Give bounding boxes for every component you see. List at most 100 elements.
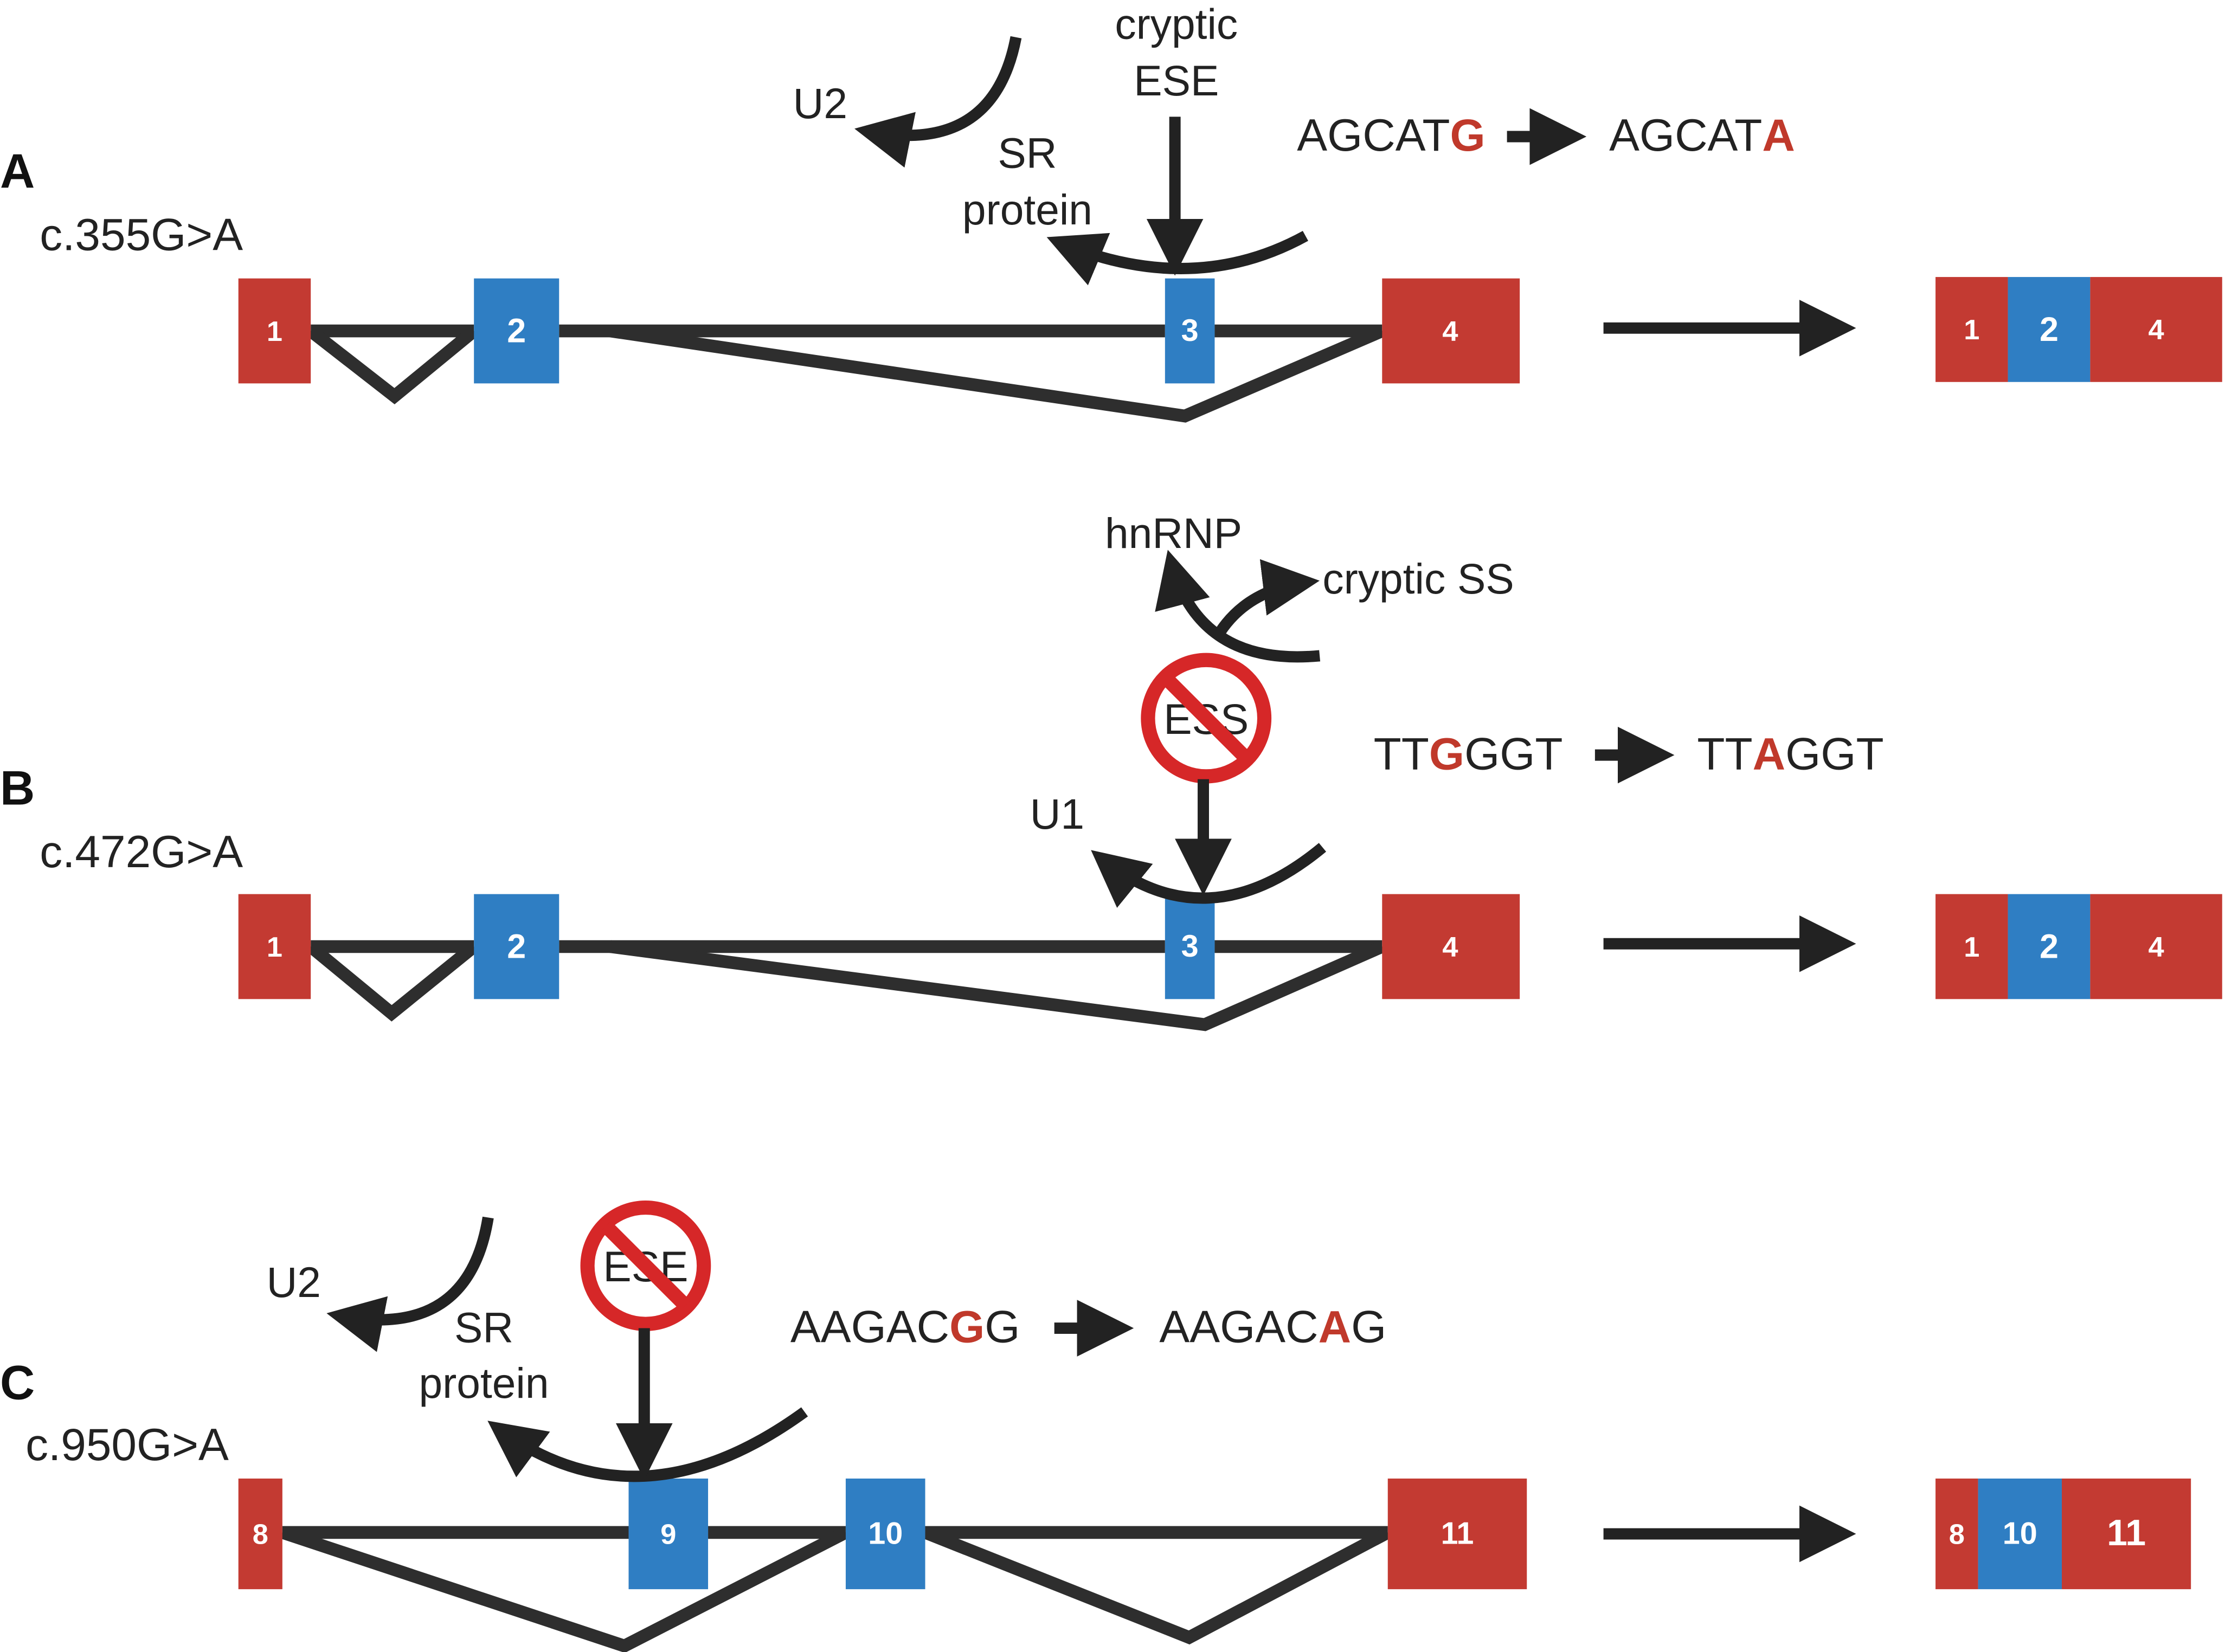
mrna-exon-number: 4 [2149,932,2164,963]
panel-c-splice-lines [280,1526,1391,1652]
sr-protein-label: protein [419,1359,549,1407]
sequence-before: TTGGGT [1374,728,1563,779]
exon-box [238,1478,282,1590]
exon-box [474,894,560,999]
exon-box [238,894,311,999]
exon-number: 3 [1181,313,1199,348]
seq-post: G [1351,1301,1386,1352]
mrna-exon-number: 10 [2003,1516,2037,1551]
mrna-exon-number: 2 [2040,927,2059,965]
sequence-after: AAGACAG [1159,1301,1386,1352]
sr-protein-label: protein [962,186,1092,234]
exon: 4 [1382,278,1520,384]
block-icon [1141,653,1272,784]
exon-box [1165,894,1215,999]
exon: 8 [238,1478,282,1590]
mrna-exon [2090,277,2222,382]
panel-a-label: A [0,144,35,198]
sequence-after: AGCATA [1609,109,1795,160]
exon: 2 [474,894,560,999]
mrna-exon-number: 2 [2040,311,2059,349]
u2-label: U2 [267,1259,321,1306]
seq-mut: G [1429,728,1464,779]
sequence-before: AGCATG [1297,109,1485,160]
seq-pre: AAGAC [790,1301,949,1352]
exon-number: 4 [1442,932,1458,963]
seq-pre: TT [1374,728,1429,779]
seq-mut: A [1753,728,1785,779]
sequence-before: AAGACGG [790,1301,1020,1352]
mrna-exon [2090,894,2222,999]
exon-number: 2 [507,927,526,965]
exon-box [1382,894,1520,999]
mrna-product: 1 2 4 [1935,277,2222,382]
exon-box [238,278,311,384]
panel-b: B c.472G>A 1 2 3 4 hnRNP cryptic [0,509,2222,1031]
exon-number: 3 [1181,929,1199,964]
u1-label: U1 [1030,790,1084,838]
mrna-exon-number: 1 [1964,932,1979,963]
cryptic-ss-label: cryptic SS [1322,555,1514,603]
element-label: cryptic [1115,0,1238,48]
u2-arrow [326,1216,494,1352]
element-label: ESE [1134,57,1219,105]
exon-box [1387,1478,1527,1590]
sequence-after: TTAGGT [1697,728,1883,779]
exon: 10 [845,1478,925,1590]
mrna-exon [1935,1478,1978,1590]
seq-mut: G [1450,109,1486,160]
seq-pre: AGCAT [1297,109,1450,160]
panel-c: C c.950G>A 8 9 10 11 U2 SR p [0,1200,2191,1652]
panel-c-label: C [0,1355,35,1409]
exon: 4 [1382,894,1520,999]
sr-protein-label: SR [998,130,1057,177]
hnrnp-arrow [1155,550,1321,663]
exon: 9 [628,1478,709,1590]
seq-mut: A [1319,1301,1351,1352]
exon-number: 8 [253,1519,268,1550]
exon-number: 4 [1442,316,1458,347]
block-icon [580,1200,711,1331]
seq-pre: AGCAT [1609,109,1762,160]
mrna-exon-number: 4 [2149,314,2164,346]
seq-pre: TT [1697,728,1752,779]
mrna-product: 8 10 11 [1935,1478,2191,1590]
seq-mut: G [949,1301,985,1352]
sr-protein-arrow [1046,231,1309,286]
mrna-exon [2062,1478,2191,1590]
seq-mut: A [1762,109,1795,160]
panel-b-splice-lines [306,940,1385,1031]
mrna-exon [1935,894,2008,999]
panel-b-mutation: c.472G>A [40,826,243,877]
panel-a-mutation: c.355G>A [40,209,243,260]
exon-number: 10 [868,1516,903,1551]
mrna-exon-number: 8 [1949,1519,1965,1550]
panel-a-splice-lines [306,324,1385,423]
exon: 1 [238,278,311,384]
mrna-exon [1935,277,2008,382]
exon-number: 1 [267,316,282,347]
cryptic-ss-arrow [1216,559,1320,635]
sr-protein-arrow [487,1407,808,1482]
hnrnp-label: hnRNP [1105,509,1242,557]
panel-a: A c.355G>A 1 2 3 4 U2 crypt [0,0,2222,423]
exon-number: 9 [660,1519,676,1550]
seq-post: GGT [1464,728,1562,779]
exon: 11 [1387,1478,1527,1590]
exon-number: 2 [507,312,526,350]
exon: 3 [1165,278,1215,384]
seq-pre: AAGAC [1159,1301,1318,1352]
exon-box [628,1478,709,1590]
exon-box [845,1478,925,1590]
exon-box [474,278,560,384]
mrna-exon [2008,894,2091,999]
seq-post: G [985,1301,1020,1352]
mrna-exon [1978,1478,2062,1590]
exon: 3 [1165,894,1215,999]
mrna-exon [2008,277,2091,382]
u2-label: U2 [793,80,847,127]
exon-box [1382,278,1520,384]
mrna-exon-number: 11 [2107,1512,2146,1553]
exon: 2 [474,278,560,384]
